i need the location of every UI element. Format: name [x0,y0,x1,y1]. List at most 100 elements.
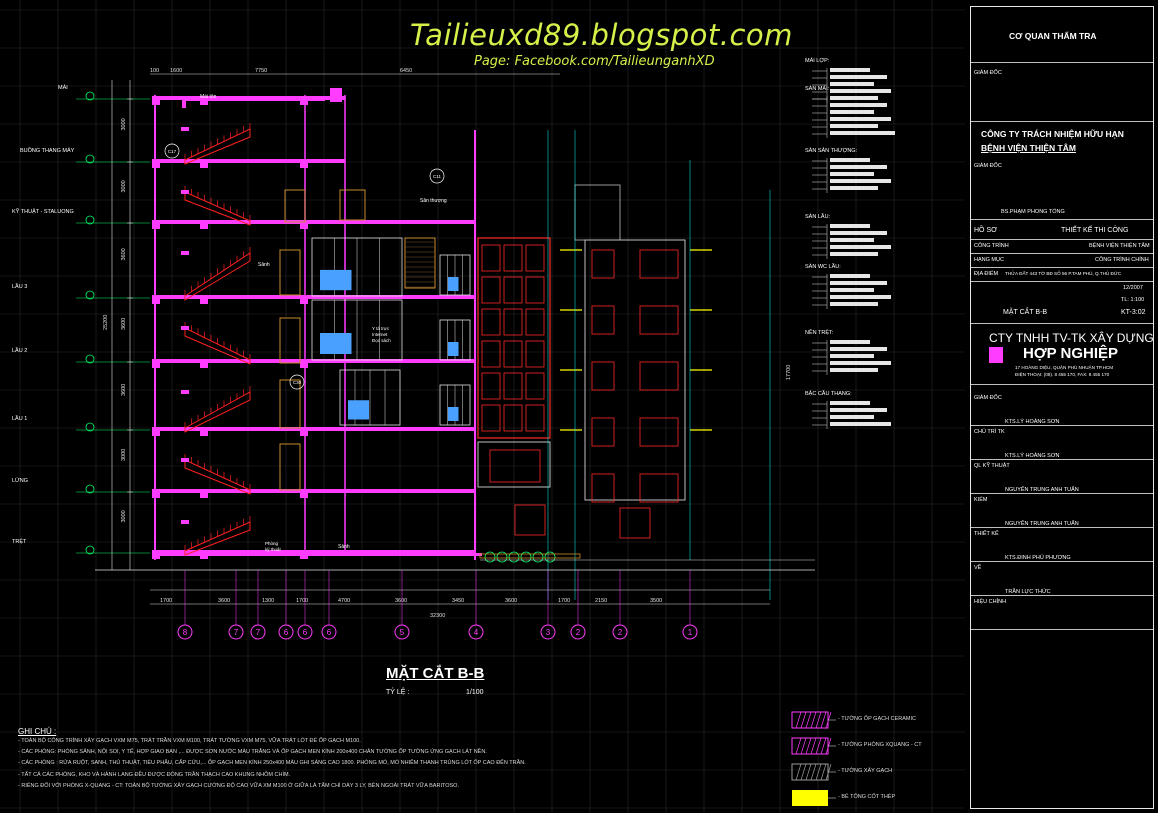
grid-axis-label: 7 [256,628,261,637]
layer-text-bar [830,117,891,121]
door [279,443,301,491]
shrub [508,551,520,563]
layer-text-bar [830,158,870,162]
grid-axis-label: 2 [576,628,581,637]
door [339,189,366,221]
client-name: BS.PHẠM PHONG TỔNG [1001,209,1065,215]
door [279,249,301,296]
layer-text-bar [830,340,870,344]
cw-panel [481,244,501,272]
floor-height: 3000 [121,449,127,461]
layer-text-bar [830,89,891,93]
parapet [182,100,186,108]
grid-axis-label: 1 [688,628,693,637]
beam-stub [200,220,208,229]
section-tag-label: C30 [293,380,302,385]
grid-axis-bubble [177,624,193,640]
cw-panel [503,308,523,336]
neighbor-window [591,473,615,503]
layer-group-title: SÀN WC LẦU: [805,263,841,270]
level-marker [85,215,95,225]
watermark-site: Tailieuxd89.blogspot.com [410,18,793,52]
signature-name: KTS.LÝ HOÀNG SƠN [1005,419,1060,425]
room-label: Sảnh [258,262,270,268]
grid-axis-bubble [394,624,410,640]
layer-text-bar [830,281,887,285]
total-length: 32300 [430,613,445,619]
hatch [805,763,812,781]
stair-tower [574,184,621,241]
bottom-dim: 3600 [505,598,517,604]
level-marker [85,91,95,101]
cw-panel [481,340,501,368]
layer-text-bar [830,231,887,235]
agency-title: CƠ QUAN THẨM TRA [1009,31,1097,41]
floor-height: 3000 [121,510,127,522]
cw-panel [525,276,545,304]
firm-line1: CTY TNHH TV-TK XÂY DỰNG [989,331,1154,345]
date-value: 12/2007 [1123,285,1143,291]
room-label: Y tá trực [372,326,390,331]
beam-stub [300,220,308,229]
hatch [810,711,817,729]
layer-group-title: NỀN TRỆT: [805,328,834,336]
grid-axis-bubble [278,624,294,640]
legend-swatch [792,790,828,806]
section-tag-label: C11 [433,174,441,179]
level-label: LẦU 3 [12,284,28,290]
window-pane [320,269,352,291]
beam-stub [300,159,308,168]
door [284,189,306,223]
phase-label: THIẾT KẾ THI CÔNG [1061,227,1129,234]
beam-stub [200,359,208,368]
scale-label: TỶ LỆ : [386,689,410,696]
floor-height: 3600 [121,248,127,260]
grid-axis-bubble [297,624,313,640]
layer-group-title: SÀN SÂN THƯỢNG: [805,147,858,154]
layer-group-title: SÀN LẦU: [805,213,831,220]
level-label: BUỒNG THANG MÁY [20,148,75,154]
floor-slab [152,427,475,431]
title-block: CƠ QUAN THẨM TRA GIÁM ĐỐC CÔNG TY TRÁCH … [970,6,1154,809]
hatch [800,711,807,729]
grid-axis-label: 6 [303,628,308,637]
neighbor-window [591,417,615,447]
floor-slab [152,489,475,493]
cw-panel [481,372,501,400]
neighbor-window [639,249,679,279]
level-marker [85,422,95,432]
room-label: Sân thượng [420,198,447,204]
roof-parapet [330,88,342,102]
cw-panel [525,340,545,368]
beam-stub [200,295,208,304]
layer-text-bar [830,422,891,426]
bottom-dim: 1700 [160,598,172,604]
top-dim: 7750 [255,68,267,74]
firm-phone: ĐIỆN THOẠI: (08). 8 455 170, FAX: 8 455 … [1015,372,1110,377]
signature-name: NGUYỄN TRUNG ANH TUẤN [1005,521,1079,527]
room-label: Phòng [265,541,279,546]
layer-text-bar [830,252,878,256]
client-line1: CÔNG TY TRÁCH NHIỆM HỮU HẠN [981,129,1124,139]
cw-panel [481,404,501,432]
legend-label: - TƯỜNG XÂY GẠCH [838,768,893,774]
hatch [800,737,807,755]
room-label: kỹ thuật [265,547,282,552]
layer-text-bar [830,103,887,107]
cw-panel [503,340,523,368]
cw-panel [503,372,523,400]
bottom-dim: 3600 [218,598,230,604]
drawing-title: MẶT CẮT B-B [386,665,485,682]
floor-height: 3000 [121,180,127,192]
floor-slab [152,220,475,224]
project-value: BỆNH VIỆN THIỆN TÂM [1089,243,1150,249]
grid-axis-bubble [570,624,586,640]
neighbor-window [639,361,679,391]
layer-text-bar [830,245,891,249]
grid-axis-label: 5 [400,628,405,637]
grid-axis-label: 3 [546,628,551,637]
firm-line2: HỢP NGHIỆP [1023,345,1119,362]
sheet-number: KT-3:02 [1121,309,1146,316]
layer-text-bar [830,179,891,183]
shrub [496,551,508,563]
